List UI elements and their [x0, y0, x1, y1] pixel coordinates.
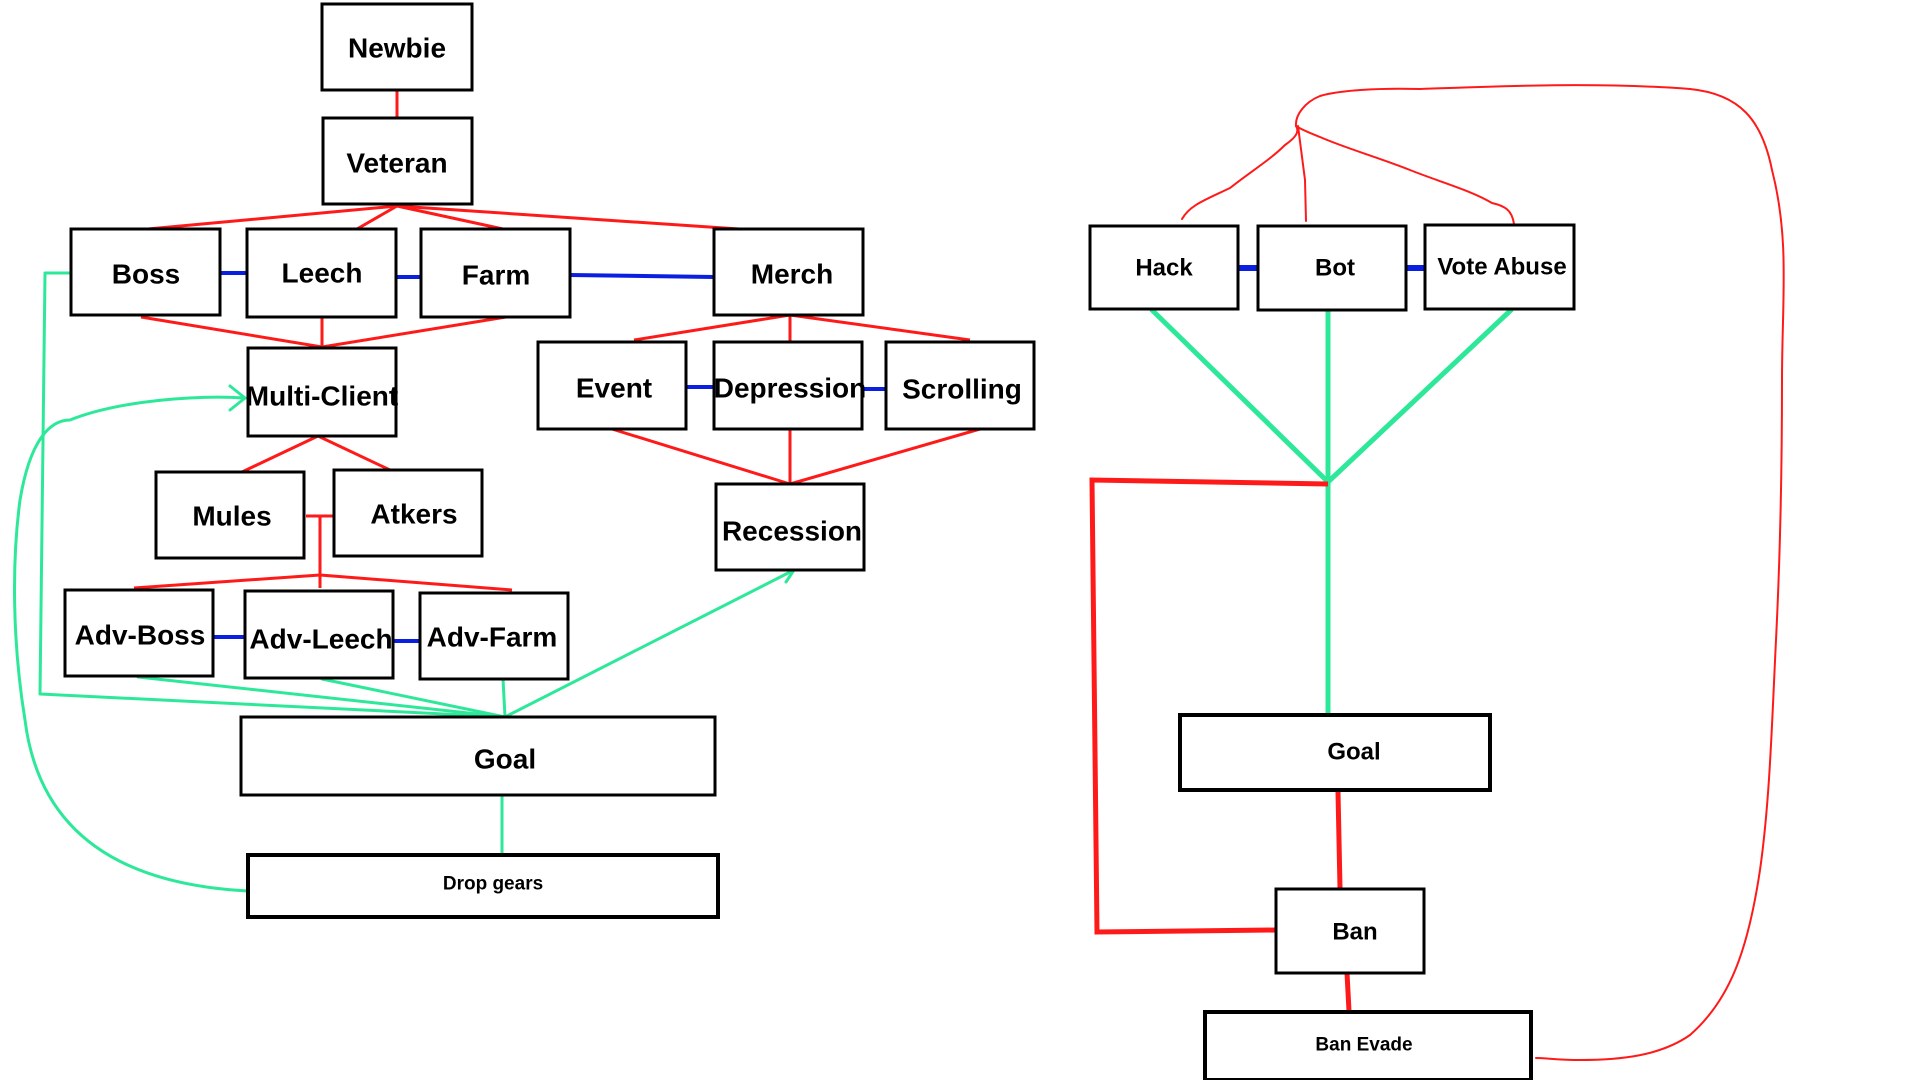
node-multi-client[interactable]: Multi-Client	[246, 346, 398, 438]
edge-veteran-farm	[396, 204, 504, 231]
node-recession[interactable]: Recession	[714, 482, 866, 572]
node-leech-label: Leech	[282, 258, 363, 289]
node-adv-leech[interactable]: Adv-Leech	[243, 589, 395, 680]
node-goal-right-label: Goal	[1327, 739, 1380, 766]
node-scrolling-label: Scrolling	[902, 374, 1022, 405]
node-merch-label: Merch	[751, 259, 833, 290]
edge-veteran-merch	[396, 204, 740, 231]
left-goal-lines	[13, 271, 796, 893]
edge-multiclient-atkers	[317, 434, 391, 472]
node-newbie-label: Newbie	[348, 33, 446, 64]
node-hack[interactable]: Hack	[1088, 224, 1240, 311]
node-vote-abuse-label: Vote Abuse	[1437, 254, 1566, 281]
edge-farm-multiclient	[321, 315, 507, 349]
edge-hack-loop	[1181, 125, 1299, 220]
node-adv-farm[interactable]: Adv-Farm	[418, 591, 570, 681]
node-drop-gears-label: Drop gears	[443, 874, 543, 895]
node-event[interactable]: Event	[536, 340, 688, 431]
edge-voteabuse-loop	[1295, 125, 1515, 225]
edge-loop-arrowhead-a	[228, 384, 247, 400]
node-ban-evade-label: Ban Evade	[1315, 1035, 1412, 1056]
right-tree-connectors	[1089, 84, 1785, 1061]
edge-voteabuse-junction	[1325, 307, 1514, 485]
right-goal-lines	[1149, 307, 1514, 718]
edge-goal-recession	[503, 568, 796, 719]
node-vote-abuse[interactable]: Vote Abuse	[1423, 223, 1576, 311]
left-hierarchy-lines	[133, 90, 981, 592]
edge-bot-loop	[1297, 125, 1307, 222]
edge-boss-goal-side	[38, 271, 507, 719]
node-atkers-label: Atkers	[370, 499, 457, 530]
right-loop-lines	[1181, 84, 1785, 1061]
edge-farm-merch	[569, 273, 715, 279]
node-bot[interactable]: Bot	[1256, 224, 1408, 312]
edge-goal-ban	[1335, 791, 1343, 889]
edge-merch-event	[633, 313, 791, 342]
left-tree-nodes: Newbie Veteran Boss Leech Farm Merch Mul…	[63, 2, 1036, 919]
node-merch[interactable]: Merch	[712, 227, 865, 317]
edge-ban-junction-loop	[1089, 477, 1329, 935]
edge-ban-banevade	[1344, 972, 1352, 1012]
edge-dropgears-multiclient-loop	[13, 395, 250, 893]
node-bot-label: Bot	[1315, 255, 1355, 282]
edge-advleech-goal	[320, 677, 507, 719]
edge-veteran-leech	[356, 204, 398, 231]
edge-stem-advboss	[133, 573, 321, 590]
edge-scrolling-recession	[789, 427, 981, 486]
node-leech[interactable]: Leech	[245, 227, 398, 319]
node-farm[interactable]: Farm	[419, 227, 572, 319]
node-drop-gears[interactable]: Drop gears	[246, 853, 720, 919]
edge-recession-arrowhead-b	[784, 568, 796, 584]
edge-advfarm-goal	[501, 677, 507, 719]
node-mules-label: Mules	[192, 501, 271, 532]
edge-event-recession	[611, 427, 791, 486]
left-tree-connectors	[13, 90, 981, 893]
node-scrolling[interactable]: Scrolling	[884, 340, 1036, 431]
edge-loop-arrowhead-b	[228, 396, 247, 412]
node-atkers[interactable]: Atkers	[332, 468, 484, 558]
node-recession-label: Recession	[722, 516, 862, 547]
node-goal-right[interactable]: Goal	[1178, 713, 1492, 792]
right-ban-lines	[1089, 477, 1352, 1012]
edge-advboss-goal	[136, 675, 507, 719]
node-ban-evade[interactable]: Ban Evade	[1203, 1010, 1533, 1080]
node-newbie[interactable]: Newbie	[320, 2, 474, 92]
right-tree-nodes: Hack Bot Vote Abuse Goal Ban Ban Evade	[1088, 223, 1576, 1080]
node-hack-label: Hack	[1135, 255, 1193, 282]
left-sibling-lines	[213, 271, 886, 643]
node-multi-client-label: Multi-Client	[246, 381, 398, 412]
edge-stem-advfarm	[319, 573, 513, 592]
node-ban-label: Ban	[1332, 919, 1377, 946]
node-veteran[interactable]: Veteran	[321, 116, 474, 206]
edge-boss-multiclient	[140, 315, 323, 349]
node-goal-left[interactable]: Goal	[239, 715, 717, 797]
node-adv-boss[interactable]: Adv-Boss	[63, 588, 215, 678]
edge-hack-junction	[1149, 307, 1331, 485]
node-mules[interactable]: Mules	[154, 470, 306, 560]
node-boss[interactable]: Boss	[69, 227, 222, 317]
node-adv-leech-label: Adv-Leech	[249, 624, 392, 655]
node-depression-label: Depression	[714, 373, 867, 404]
node-boss-label: Boss	[112, 259, 180, 290]
node-depression[interactable]: Depression	[712, 340, 867, 431]
edge-loop-around	[1294, 84, 1785, 1061]
edge-multiclient-mules	[241, 434, 319, 474]
node-event-label: Event	[576, 373, 652, 404]
node-ban[interactable]: Ban	[1274, 887, 1426, 975]
node-adv-boss-label: Adv-Boss	[75, 620, 206, 651]
edge-veteran-boss	[147, 204, 398, 231]
node-goal-left-label: Goal	[474, 744, 536, 775]
node-farm-label: Farm	[462, 260, 530, 291]
node-adv-farm-label: Adv-Farm	[427, 622, 558, 653]
edge-merch-scrolling	[789, 313, 971, 342]
node-veteran-label: Veteran	[346, 148, 447, 179]
